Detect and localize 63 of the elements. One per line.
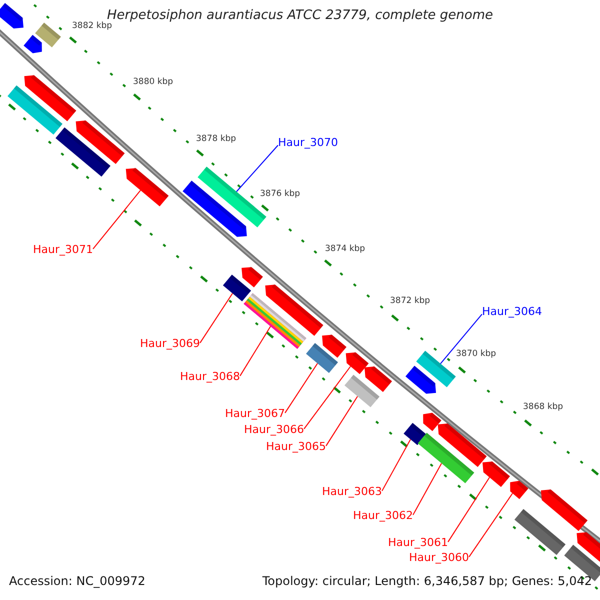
gene-block xyxy=(306,343,338,373)
genome-info-text: Topology: circular; Length: 6,346,587 bp; Genes: 5,042 xyxy=(262,574,592,588)
leader-line xyxy=(200,292,233,344)
gene-block xyxy=(423,412,442,432)
scale-label: 3878 kbp xyxy=(196,134,236,144)
gene-block xyxy=(35,22,61,48)
diagram-title: Herpetosiphon aurantiacus ATCC 23779, complete genome xyxy=(106,8,494,23)
scale-label: 3868 kbp xyxy=(523,402,564,412)
leader-line xyxy=(412,462,442,516)
gene-label: Haur_3066 xyxy=(244,423,304,436)
gene-block xyxy=(344,374,380,408)
gene-block xyxy=(418,432,474,484)
gene-block xyxy=(364,366,392,392)
gene-label: Haur_3065 xyxy=(266,440,326,454)
gene-block xyxy=(404,422,426,446)
leader-line xyxy=(92,190,141,250)
scale-label: 3872 kbp xyxy=(390,296,430,306)
gene-label: Haur_3068 xyxy=(180,370,240,384)
gene-block xyxy=(576,532,600,564)
scale-label: 3870 kbp xyxy=(456,349,496,360)
scale-label: 3876 kbp xyxy=(260,189,300,200)
leader-line xyxy=(304,366,351,430)
leader-line xyxy=(284,362,318,414)
leader-line xyxy=(240,326,271,376)
gene-label: Haur_3061 xyxy=(388,536,448,550)
scale-label: 3882 kbp xyxy=(72,21,112,32)
gene-label: Haur_3060 xyxy=(409,551,470,564)
gene-label: Haur_3070 xyxy=(278,136,338,150)
gene-block xyxy=(510,480,528,500)
gene-block xyxy=(0,3,24,28)
gene-block xyxy=(346,352,369,374)
leader-line xyxy=(382,438,411,492)
gene-block xyxy=(24,74,76,122)
gene-label: Haur_3063 xyxy=(322,485,382,498)
scale-label: 3880 kbp xyxy=(133,77,174,88)
gene-block xyxy=(540,488,588,532)
gene-label: Haur_3071 xyxy=(33,243,94,256)
gene-block xyxy=(514,508,566,556)
leader-line xyxy=(448,476,490,542)
gene-block xyxy=(24,34,42,54)
gene-label: Haur_3067 xyxy=(225,407,286,420)
gene-block xyxy=(322,334,346,358)
gene-label: Haur_3062 xyxy=(353,509,414,522)
scale-label: 3874 kbp xyxy=(325,244,366,254)
leader-line xyxy=(440,314,482,364)
gene-block xyxy=(76,120,125,164)
leader-line xyxy=(236,144,278,192)
gene-block xyxy=(265,284,324,336)
gene-block xyxy=(56,127,110,177)
gene-block xyxy=(482,460,510,487)
gene-block xyxy=(8,85,62,135)
gene-block xyxy=(242,266,263,288)
gene-label: Haur_3064 xyxy=(482,305,542,318)
gene-block xyxy=(126,167,169,206)
gene-block xyxy=(182,180,247,237)
gene-block xyxy=(222,274,252,302)
gene-block xyxy=(438,422,487,467)
gene-block xyxy=(405,366,436,394)
leader-line xyxy=(468,492,513,558)
accession-text: Accession: NC_009972 xyxy=(9,574,146,588)
leader-line xyxy=(326,396,358,446)
gene-label: Haur_3069 xyxy=(140,337,200,350)
gene-block xyxy=(416,350,456,388)
